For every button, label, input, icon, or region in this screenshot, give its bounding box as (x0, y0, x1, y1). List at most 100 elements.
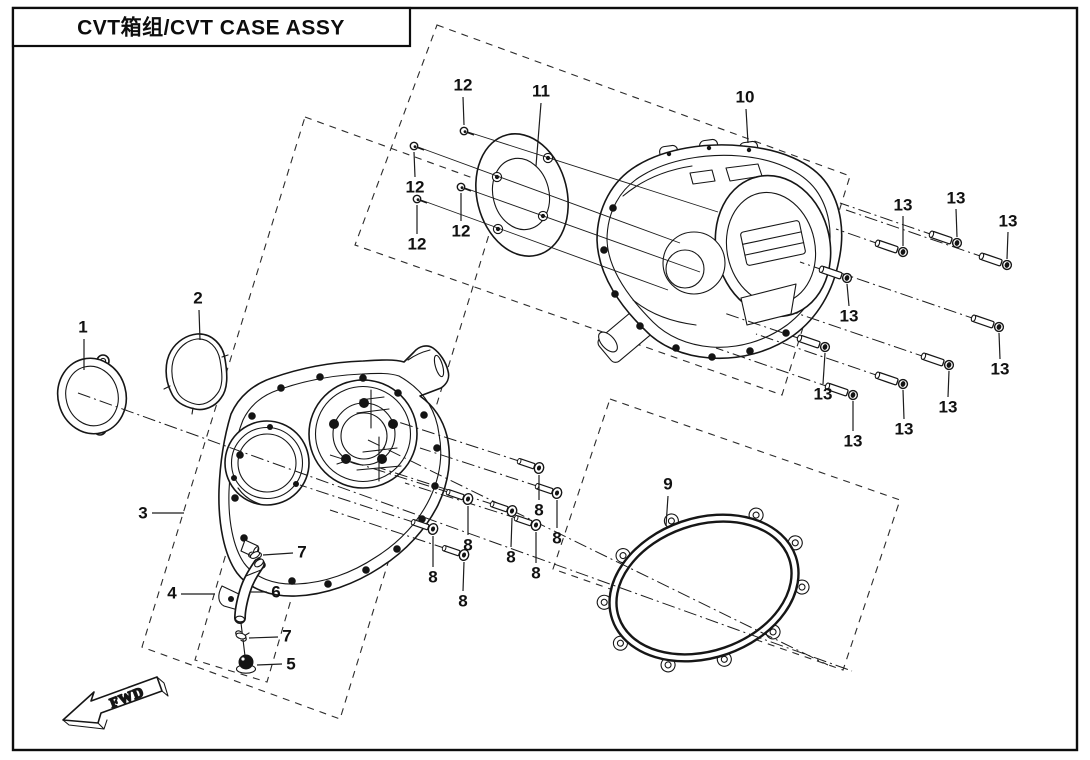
callout-leader-5 (256, 663, 283, 666)
screw-12-icon (409, 141, 425, 151)
screw-8-icon (533, 479, 564, 501)
part-3-inner-case-drawing (218, 345, 451, 611)
callout-leader-8 (462, 561, 465, 592)
callout-label-8: 8 (531, 564, 540, 583)
callout-label-13: 13 (999, 212, 1018, 231)
callout-label-10: 10 (736, 88, 755, 107)
callout-label-12: 12 (454, 76, 473, 95)
callout-label-3: 3 (138, 504, 147, 523)
bolt13-axis-line-9 (715, 347, 833, 389)
callout-label-7: 7 (282, 627, 291, 646)
page-title: CVT箱组/CVT CASE ASSY (77, 16, 345, 40)
assembly-centerline-2 (367, 439, 829, 666)
dashed-group-boxes (141, 24, 901, 720)
bolt13-axis-line-8 (723, 312, 805, 341)
bolt-13-icon (969, 312, 1006, 334)
callout-leader-12 (413, 151, 416, 178)
callout-label-8: 8 (552, 529, 561, 548)
screw-12-icon (456, 182, 472, 192)
callout-label-13: 13 (894, 196, 913, 215)
callout-label-13: 13 (947, 189, 966, 208)
callout-label-13: 13 (814, 385, 833, 404)
callout-label-8: 8 (428, 568, 437, 587)
screw8-axis-line-3 (329, 454, 452, 494)
diagram-artwork: FWD (56, 133, 843, 730)
callout-label-13: 13 (939, 398, 958, 417)
part-11-flange-drawing (475, 133, 569, 257)
fwd-arrow: FWD (62, 676, 169, 730)
dashed-group-box-2 (141, 116, 504, 720)
callout-leader-13 (1006, 231, 1009, 260)
callout-leader-13 (947, 370, 950, 398)
callout-label-11: 11 (532, 82, 550, 101)
callout-label-8: 8 (458, 592, 467, 611)
screw8-axis-line-6 (299, 484, 417, 524)
callout-label-1: 1 (78, 318, 87, 337)
callout-label-6: 6 (271, 583, 280, 602)
bolt13-axis-line-6 (795, 312, 929, 359)
screw8-axis-line-2 (419, 447, 541, 488)
screw12-axis-line-3 (464, 187, 701, 273)
callout-label-5: 5 (286, 655, 295, 674)
callout-label-13: 13 (844, 432, 863, 451)
callout-leader-12 (462, 96, 465, 126)
callout-leader-7 (262, 552, 294, 556)
callout-label-7: 7 (297, 543, 306, 562)
screw8-axis-line-7 (329, 509, 448, 550)
callout-leader-13 (846, 283, 850, 307)
dashed-group-box-3 (194, 539, 303, 683)
page-border (11, 6, 1079, 752)
screw-8-icon (488, 497, 519, 519)
dashed-group-box-1 (354, 24, 851, 396)
dashed-group-box-4 (552, 398, 901, 671)
callout-label-13: 13 (991, 360, 1010, 379)
callout-label-2: 2 (193, 289, 202, 308)
callout-leader-7 (248, 636, 279, 639)
screw-12-icon (459, 126, 475, 136)
callout-label-12: 12 (452, 222, 471, 241)
part-7-clip-b-drawing (235, 630, 250, 642)
callout-label-8: 8 (534, 501, 543, 520)
bolt13-axis-line-7 (755, 333, 883, 378)
callout-label-12: 12 (408, 235, 427, 254)
bolt13-axis-line-2 (839, 202, 937, 237)
screw12-axis-line-1 (467, 131, 719, 213)
part-10-cvt-cover-drawing (596, 138, 843, 363)
part-9-gasket-drawing (596, 507, 810, 673)
screw12-axis-line-2 (417, 146, 681, 244)
bolt-13-icon (919, 350, 956, 372)
leader-lines (77, 131, 987, 672)
callout-label-4: 4 (167, 584, 177, 603)
bolt13-axis-line-3 (845, 209, 987, 259)
callout-label-13: 13 (840, 307, 859, 326)
part-5-plug-drawing (235, 654, 257, 674)
callout-label-8: 8 (463, 536, 472, 555)
callout-leader-8 (510, 517, 513, 548)
callout-label-8: 8 (506, 548, 515, 567)
bolt-13-icon (795, 332, 832, 354)
callout-label-13: 13 (895, 420, 914, 439)
callout-leader-13 (955, 208, 958, 238)
callout-leader-11 (535, 102, 542, 167)
callout-leader-13 (902, 389, 905, 420)
screw8-axis-line-5 (404, 482, 520, 520)
callout-label-12: 12 (406, 178, 425, 197)
screw-8-icon (444, 485, 475, 507)
assembly-centerline-1 (77, 392, 853, 672)
callout-leader-10 (745, 108, 749, 144)
screw8-axis-line-4 (379, 467, 496, 506)
callout-leader-13 (998, 332, 1001, 360)
bolt13-axis-line-1 (835, 228, 883, 246)
part-7-clip-a-drawing (248, 546, 262, 559)
callout-leader-13 (822, 352, 826, 385)
bolt-13-icon (873, 369, 910, 391)
screw12-axis-line-4 (420, 199, 669, 291)
part-1-cover-drawing (56, 354, 128, 436)
callout-leader-9 (665, 495, 669, 527)
part-6-breather-tube-drawing (234, 558, 265, 657)
screw-8-icon (515, 454, 546, 476)
title-block: CVT箱组/CVT CASE ASSY (11, 6, 412, 48)
